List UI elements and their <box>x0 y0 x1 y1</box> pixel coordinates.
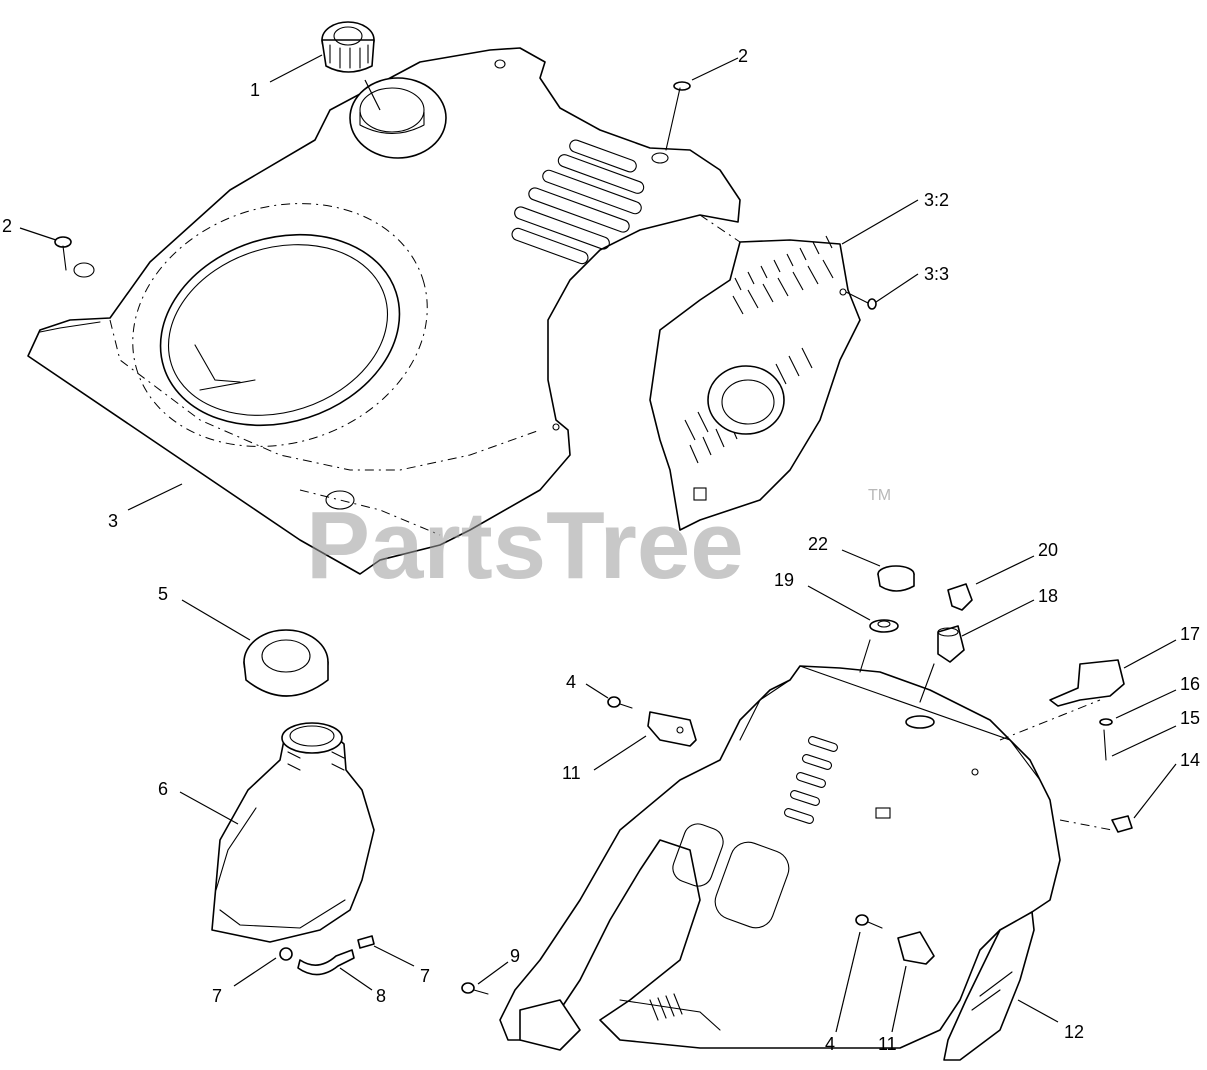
callout-4-upper: 4 <box>566 672 576 692</box>
fitting-part-7-right[interactable] <box>357 935 375 949</box>
upper-shroud-part-3[interactable] <box>27 47 741 575</box>
key-part-20[interactable] <box>947 583 973 611</box>
callout-19: 19 <box>774 570 794 590</box>
callout-15: 15 <box>1180 708 1200 728</box>
callout-11-lower: 11 <box>878 1034 897 1054</box>
grommet-part-19[interactable] <box>869 619 899 633</box>
callout-12: 12 <box>1064 1022 1084 1042</box>
bolt-part-9[interactable] <box>461 982 489 995</box>
leader-lines <box>19 54 1177 1033</box>
fuel-cap-part-1[interactable] <box>321 21 375 73</box>
shroud-vent-slots <box>511 139 645 265</box>
washer-part-16[interactable] <box>1099 718 1113 726</box>
callout-2-left: 2 <box>2 216 12 236</box>
callout-14: 14 <box>1180 750 1200 770</box>
bracket-part-11-lower[interactable] <box>897 931 935 965</box>
bolt-part-4-lower[interactable] <box>855 914 883 929</box>
housing-slots <box>783 736 839 824</box>
bracket-part-11-upper[interactable] <box>647 711 697 747</box>
callout-20: 20 <box>1038 540 1058 560</box>
callout-18: 18 <box>1038 586 1058 606</box>
callout-1: 1 <box>250 80 260 100</box>
side-grille-cover-part-3-2[interactable] <box>649 214 861 531</box>
screw-part-3-3[interactable] <box>845 291 877 310</box>
callout-11-upper: 11 <box>562 763 581 783</box>
watermark-trademark: TM <box>868 487 891 504</box>
callout-2-top: 2 <box>738 46 748 66</box>
callout-labels: 1 2 2 3 3:2 3:3 4 4 5 6 7 7 8 9 11 11 12… <box>2 46 1200 1054</box>
callout-17: 17 <box>1180 624 1200 644</box>
callout-4-lower: 4 <box>825 1034 835 1054</box>
callout-7-left: 7 <box>212 986 222 1006</box>
callout-7-right: 7 <box>420 966 430 986</box>
watermark-text: PartsTree <box>306 492 744 599</box>
callout-8: 8 <box>376 986 386 1006</box>
fuel-tank-part-6[interactable] <box>211 722 375 943</box>
hose-part-8[interactable] <box>297 949 355 976</box>
callout-3: 3 <box>108 511 118 531</box>
screw-part-15[interactable] <box>1103 729 1107 761</box>
nut-part-14[interactable] <box>1111 815 1133 833</box>
screw-part-2-left[interactable] <box>54 236 72 271</box>
callout-9: 9 <box>510 946 520 966</box>
plug-part-22[interactable] <box>877 565 915 592</box>
side-panel-part-12[interactable] <box>943 911 1035 1061</box>
callout-5: 5 <box>158 584 168 604</box>
callout-22: 22 <box>808 534 828 554</box>
switch-part-18[interactable] <box>937 625 965 663</box>
callout-16: 16 <box>1180 674 1200 694</box>
callout-3-2: 3:2 <box>924 190 949 210</box>
handle-grip-part-17[interactable] <box>1049 659 1125 707</box>
screw-part-2-top[interactable] <box>665 81 691 151</box>
fitting-part-7-left[interactable] <box>279 947 293 961</box>
callout-3-3: 3:3 <box>924 264 949 284</box>
grille-slots-upper <box>732 235 834 315</box>
grommet-part-5[interactable] <box>243 629 329 697</box>
callout-6: 6 <box>158 779 168 799</box>
bolt-part-4-upper[interactable] <box>607 696 633 709</box>
